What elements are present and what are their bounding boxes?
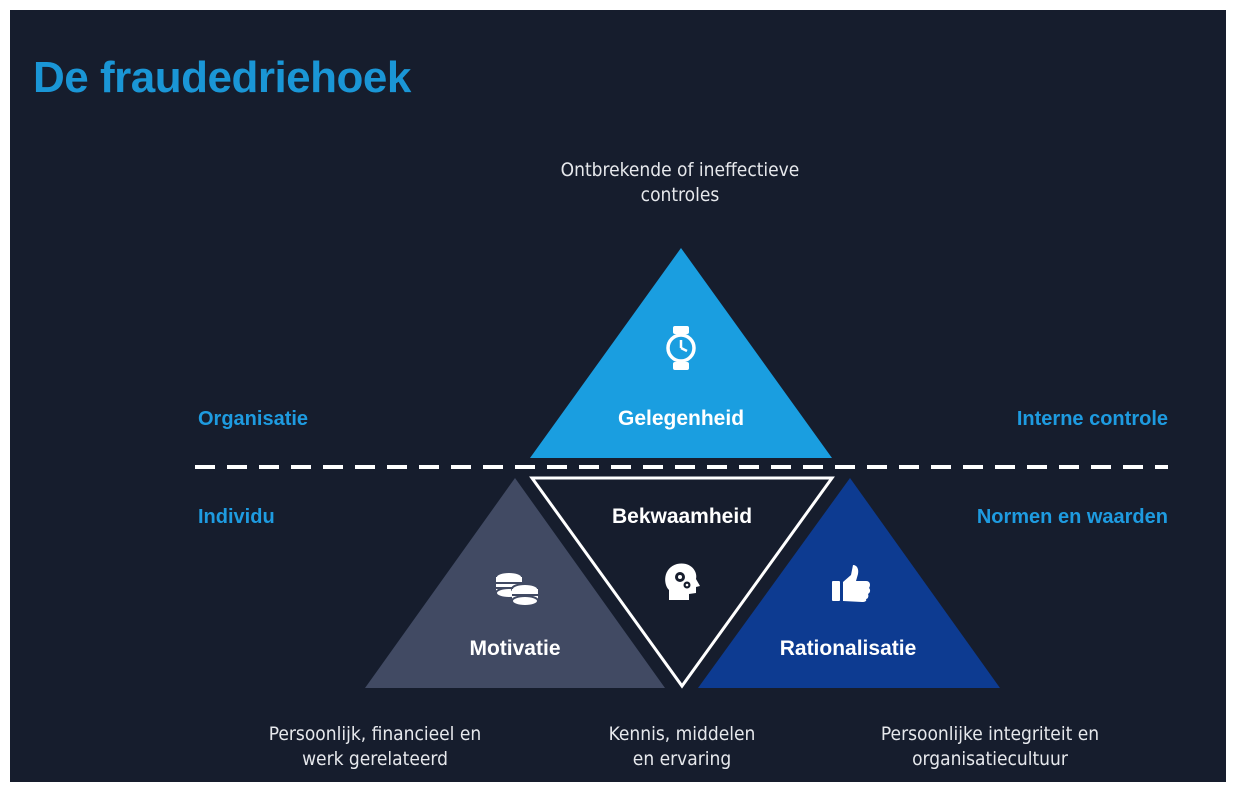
gelegenheid-triangle xyxy=(530,248,832,458)
gelegenheid-caption-line2: controles xyxy=(640,184,720,206)
fraud-triangle-diagram xyxy=(195,248,1168,689)
motivatie-caption: Persoonlijk, financieel en werk gerelate… xyxy=(225,722,525,772)
organisatie-label: Organisatie xyxy=(198,408,309,430)
head-gears-icon xyxy=(665,563,700,600)
bekwaamheid-caption: Kennis, middelen en ervaring xyxy=(562,722,802,772)
normen-en-waarden-label: Normen en waarden xyxy=(976,506,1168,528)
motivatie-label: Motivatie xyxy=(469,637,561,660)
rationalisatie-caption-line1: Persoonlijke integriteit en xyxy=(880,723,1100,745)
page-title: De fraudedriehoek xyxy=(33,53,411,102)
watch-icon xyxy=(666,326,696,370)
gelegenheid-caption: Ontbrekende of ineffectieve controles xyxy=(480,158,880,208)
coins-icon xyxy=(495,571,539,607)
bekwaamheid-caption-line2: en ervaring xyxy=(632,748,732,770)
interne-controle-label: Interne controle xyxy=(1016,408,1168,430)
motivatie-caption-line1: Persoonlijk, financieel en xyxy=(268,723,482,745)
gelegenheid-caption-line1: Ontbrekende of ineffectieve xyxy=(560,159,800,181)
rationalisatie-caption: Persoonlijke integriteit en organisatiec… xyxy=(840,722,1140,772)
individu-label: Individu xyxy=(198,506,275,528)
slide: De fraudedriehoek Ontbrekende of ineffec… xyxy=(10,10,1226,782)
rationalisatie-caption-line2: organisatiecultuur xyxy=(912,748,1068,770)
thumbs-up-icon xyxy=(832,565,871,602)
gelegenheid-label: Gelegenheid xyxy=(617,407,745,430)
bekwaamheid-caption-line1: Kennis, middelen xyxy=(608,723,756,745)
bekwaamheid-label: Bekwaamheid xyxy=(611,505,753,528)
rationalisatie-label: Rationalisatie xyxy=(779,637,917,660)
motivatie-caption-line2: werk gerelateerd xyxy=(302,748,448,770)
